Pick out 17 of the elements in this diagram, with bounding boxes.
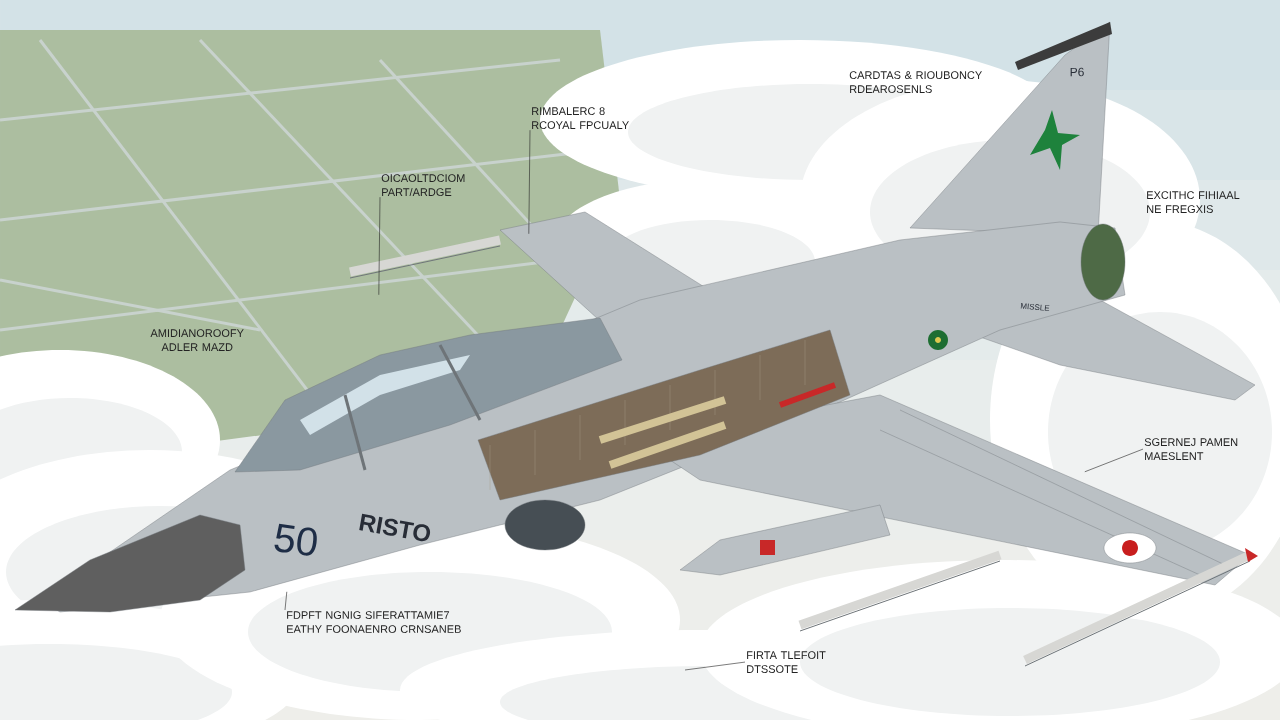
callout-label: FDPFT NGNIG SIFERATTAMIE7 EATHY FOONAENRO CRNSANEB bbox=[287, 611, 461, 633]
callout-label: OICAOLTDCIOM PART/ARDGE bbox=[381, 174, 465, 196]
callout-label: AMIDIANOROOFY ADLER MAZD bbox=[150, 329, 244, 351]
callout-label: CARDTAS & RIOUBONCY RDEAROSENLS bbox=[849, 71, 982, 93]
fuselage-marking: MISSLE bbox=[1020, 303, 1050, 311]
tail-marking: P6 bbox=[1070, 67, 1084, 77]
aircraft-number: 50 bbox=[274, 523, 317, 556]
leader-line bbox=[528, 129, 531, 235]
leader-line bbox=[1084, 448, 1144, 473]
fuselage-marking: RISTO bbox=[359, 513, 431, 542]
leader-line bbox=[684, 661, 746, 671]
leader-line bbox=[378, 196, 381, 296]
callout-label: FIRTA TLEFOIT DTSSOTE bbox=[747, 651, 826, 673]
callout-label: EXCITHC FIHIAAL NE FREGXIS bbox=[1147, 191, 1240, 213]
callout-label: RIMBALERC 8 RCOYAL FPCUALY bbox=[532, 107, 629, 129]
leader-line bbox=[284, 591, 288, 611]
callout-label: SGERNEJ PAMEN MAESLENT bbox=[1144, 438, 1238, 460]
